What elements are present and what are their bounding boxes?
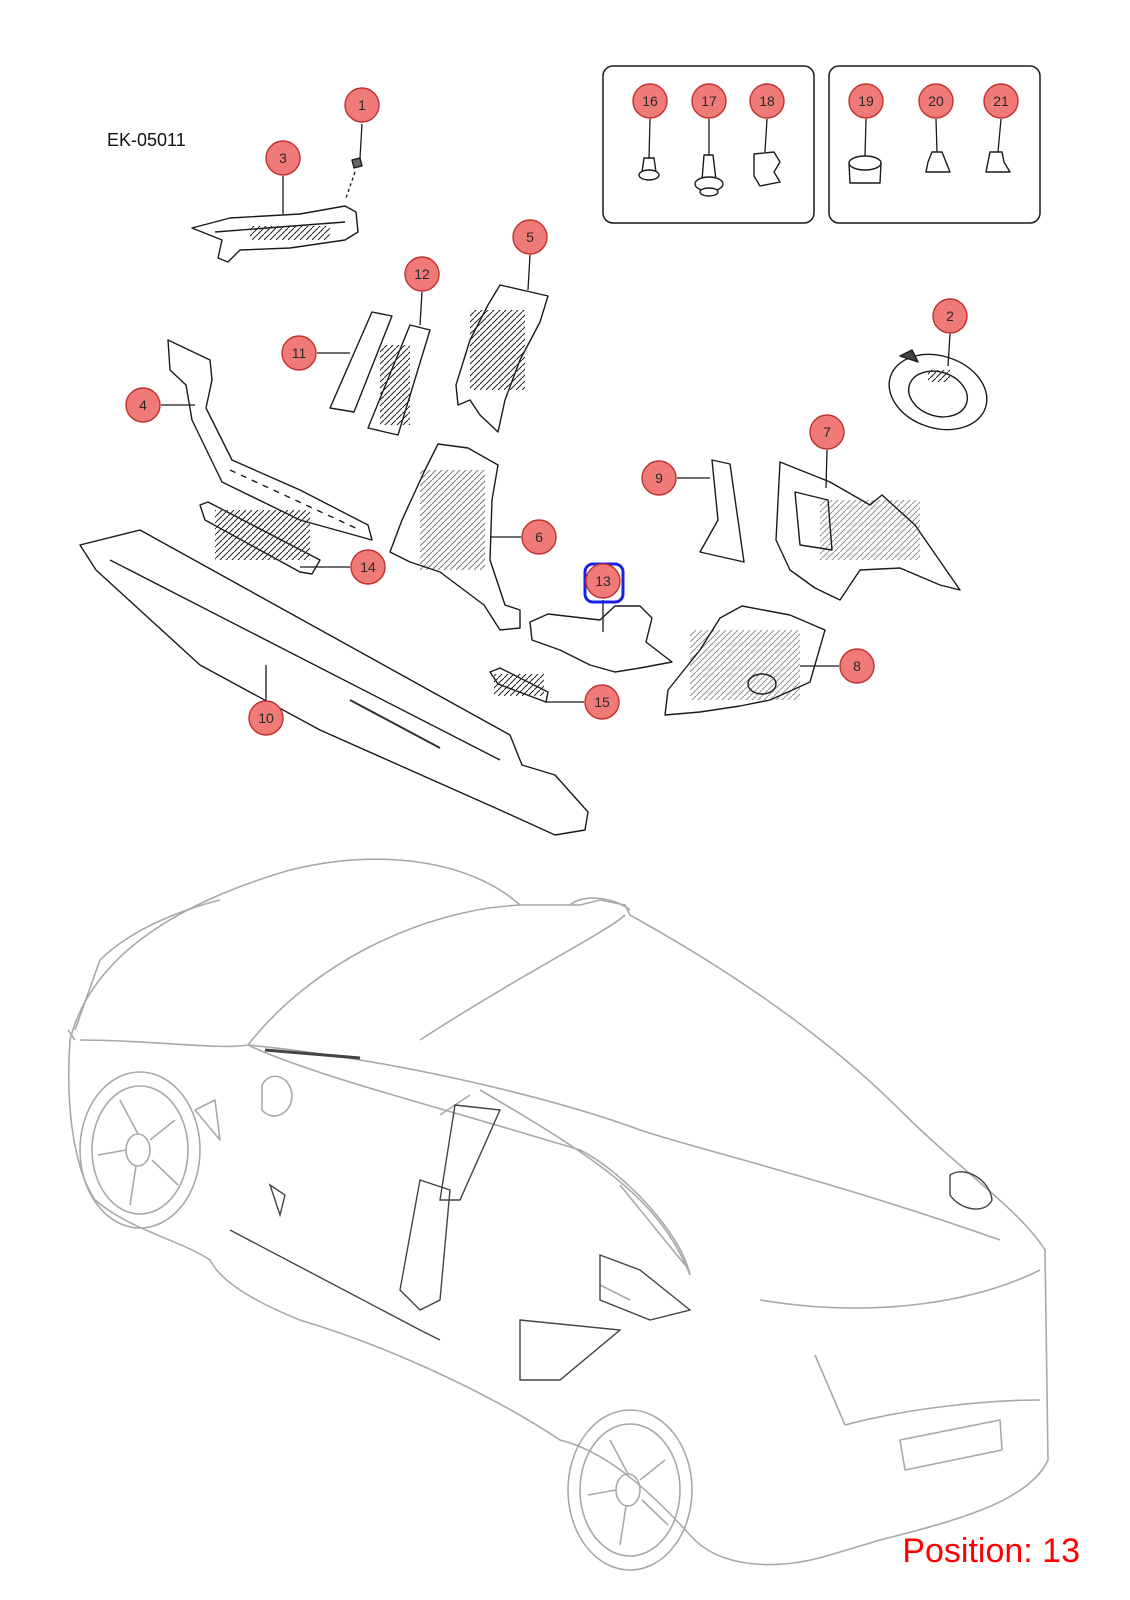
callout-1[interactable]: 1 <box>344 87 380 123</box>
callout-14[interactable]: 14 <box>350 549 386 585</box>
callout-5-circle <box>512 219 548 255</box>
part-15-scuff-plate[interactable] <box>489 667 549 703</box>
part-19-grommet[interactable] <box>848 155 882 184</box>
callout-16[interactable]: 16 <box>632 83 668 119</box>
part-16-screw[interactable] <box>638 157 660 181</box>
part-18-retainer-clip[interactable] <box>753 151 781 187</box>
callout-5[interactable]: 5 <box>512 219 548 255</box>
part-8-wheelhouse-trim[interactable] <box>664 605 826 716</box>
callout-20-label: 20 <box>928 93 944 109</box>
part-11-pillar-cover[interactable] <box>329 311 393 413</box>
callout-3[interactable]: 3 <box>265 140 301 176</box>
callout-4-label: 4 <box>139 397 147 413</box>
callout-16-label: 16 <box>642 93 658 109</box>
part-4-front-sill-trim[interactable] <box>167 339 373 541</box>
callout-2-circle <box>932 298 968 334</box>
callout-11-label: 11 <box>292 345 307 361</box>
callout-7-label: 7 <box>823 424 831 440</box>
callout-21-label: 21 <box>993 93 1009 109</box>
callout-17-label: 17 <box>701 93 717 109</box>
callout-12[interactable]: 12 <box>404 256 440 292</box>
callout-8-circle <box>839 648 875 684</box>
callout-1-circle <box>344 87 380 123</box>
callout-10-label: 10 <box>258 710 274 726</box>
callout-21-circle <box>983 83 1019 119</box>
callout-10[interactable]: 10 <box>248 700 284 736</box>
part-7-c-pillar-trim[interactable] <box>775 461 961 601</box>
callout-14-circle <box>350 549 386 585</box>
part-13-lower-pillar-trim[interactable] <box>529 605 673 673</box>
part-1-clip[interactable] <box>345 157 363 199</box>
callout-10-circle <box>248 700 284 736</box>
callout-18[interactable]: 18 <box>749 83 785 119</box>
callout-20-circle <box>918 83 954 119</box>
callout-15[interactable]: 15 <box>584 684 620 720</box>
part-5-pillar-trim[interactable] <box>455 284 549 433</box>
callout-18-circle <box>749 83 785 119</box>
callout-2-label: 2 <box>946 308 954 324</box>
part-17-screw-clip[interactable] <box>694 154 724 197</box>
callout-5-label: 5 <box>526 229 534 245</box>
callout-15-circle <box>584 684 620 720</box>
callout-21[interactable]: 21 <box>983 83 1019 119</box>
callout-7[interactable]: 7 <box>809 414 845 450</box>
callout-9-label: 9 <box>655 470 663 486</box>
callout-12-label: 12 <box>414 266 430 282</box>
part-20-clip[interactable] <box>925 151 951 173</box>
callout-11-circle <box>281 335 317 371</box>
callout-20[interactable]: 20 <box>918 83 954 119</box>
callout-4-circle <box>125 387 161 423</box>
part-2-speaker-ring[interactable] <box>879 342 996 441</box>
callout-14-label: 14 <box>360 559 376 575</box>
callout-9[interactable]: 9 <box>641 460 677 496</box>
callout-19[interactable]: 19 <box>848 83 884 119</box>
callout-1-label: 1 <box>358 97 366 113</box>
callout-19-label: 19 <box>858 93 874 109</box>
callout-9-circle <box>641 460 677 496</box>
callout-2[interactable]: 2 <box>932 298 968 334</box>
callout-3-label: 3 <box>279 150 287 166</box>
part-14-scuff-plate[interactable] <box>199 501 321 575</box>
callout-15-label: 15 <box>594 694 610 710</box>
fastener-box-right <box>828 65 1041 224</box>
part-9-trim-panel[interactable] <box>699 459 745 563</box>
callout-11[interactable]: 11 <box>281 335 317 371</box>
callout-6-label: 6 <box>535 529 543 545</box>
callout-18-label: 18 <box>759 93 775 109</box>
part-10-rocker-panel[interactable] <box>79 529 589 836</box>
position-label: Position: 13 <box>902 1532 1080 1570</box>
callout-13[interactable]: 13 <box>585 563 621 599</box>
part-21-clip[interactable] <box>985 151 1011 173</box>
callout-7-circle <box>809 414 845 450</box>
callout-12-circle <box>404 256 440 292</box>
vehicle-outline <box>67 858 1049 1571</box>
callout-6-circle <box>521 519 557 555</box>
callout-17-circle <box>691 83 727 119</box>
diagram-code: EK-05011 <box>107 130 186 150</box>
callout-3-circle <box>265 140 301 176</box>
callout-8-label: 8 <box>853 658 861 674</box>
leader-lines <box>161 118 1002 703</box>
callout-13-circle <box>585 563 621 599</box>
callout-19-circle <box>848 83 884 119</box>
part-3-a-pillar-trim[interactable] <box>191 205 359 263</box>
callout-4[interactable]: 4 <box>125 387 161 423</box>
part-12-pillar-cover[interactable] <box>367 324 431 436</box>
fastener-box-left <box>602 65 815 224</box>
callout-6[interactable]: 6 <box>521 519 557 555</box>
callout-16-circle <box>632 83 668 119</box>
callout-8[interactable]: 8 <box>839 648 875 684</box>
vehicle-part-locations <box>229 1048 993 1381</box>
part-6-b-pillar-lower[interactable] <box>389 443 521 631</box>
callout-17[interactable]: 17 <box>691 83 727 119</box>
callout-13-label: 13 <box>595 573 611 589</box>
